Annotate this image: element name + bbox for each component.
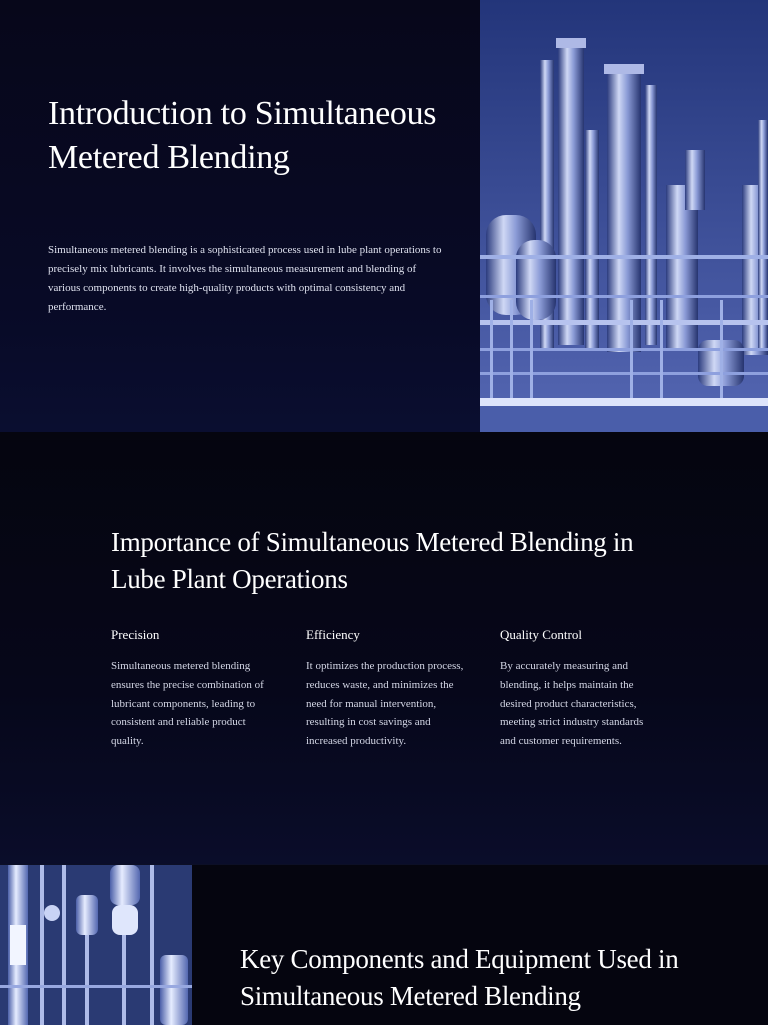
slide-title: Introduction to Simultaneous Metered Ble… [48,95,437,176]
refinery-image [480,0,768,432]
column-text: Simultaneous metered blending ensures th… [111,660,264,748]
column-heading: Efficiency [306,627,360,642]
slide-title: Importance of Simultaneous Metered Blend… [111,527,634,594]
slide-divider [0,864,768,865]
column-precision: Precision Simultaneous metered blending … [111,625,276,751]
column-heading: Precision [111,627,160,642]
slide-introduction: Introduction to Simultaneous Metered Ble… [0,0,768,432]
slide-key-components: Key Components and Equipment Used in Sim… [0,865,768,1025]
lab-equipment-image [0,865,192,1025]
column-text: By accurately measuring and blending, it… [500,660,644,748]
slide-importance: Importance of Simultaneous Metered Blend… [0,432,768,864]
slide-title: Key Components and Equipment Used in Sim… [240,944,679,1011]
column-heading: Quality Control [500,627,582,642]
column-quality-control: Quality Control By accurately measuring … [500,625,655,751]
column-text: It optimizes the production process, red… [306,660,464,748]
slide-body-text: Simultaneous metered blending is a sophi… [48,244,442,313]
column-efficiency: Efficiency It optimizes the production p… [306,625,471,751]
